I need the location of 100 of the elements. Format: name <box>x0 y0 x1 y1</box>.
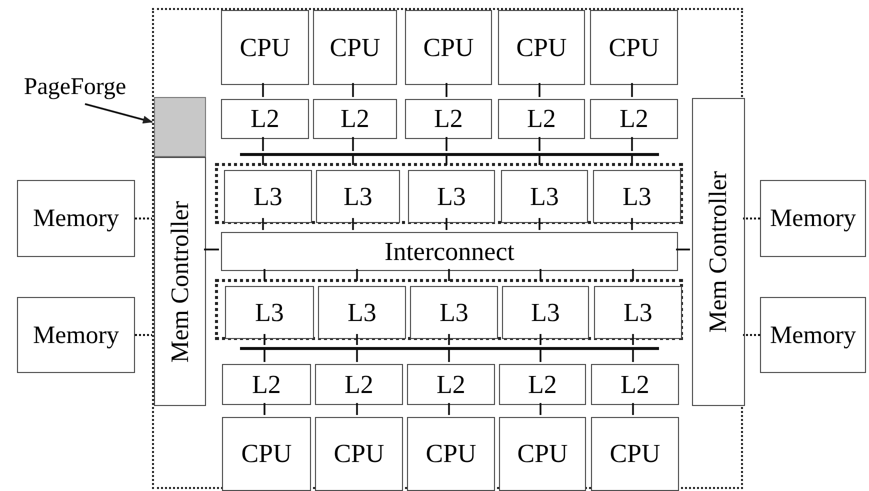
connector-line <box>540 334 542 345</box>
component-block <box>498 99 585 139</box>
component-block <box>590 99 678 139</box>
block-label: L3 <box>437 184 466 210</box>
block-label: L3 <box>440 300 468 326</box>
connector-line <box>538 154 540 165</box>
bus-bar <box>240 347 659 350</box>
component-block <box>408 170 495 223</box>
shaded-block <box>154 97 206 157</box>
connector-line <box>262 218 264 230</box>
connector-line <box>352 218 354 230</box>
component-block <box>405 10 492 85</box>
connector-line <box>632 348 634 362</box>
block-label: CPU <box>334 441 384 467</box>
component-block <box>318 286 406 339</box>
block-label: L2 <box>620 372 650 398</box>
block-label: PageForge <box>24 74 126 98</box>
connector-line <box>352 83 354 97</box>
component-block <box>502 286 589 339</box>
block-label: L2 <box>436 372 466 398</box>
connector-line <box>352 137 354 151</box>
block-label: CPU <box>426 441 476 467</box>
component-block <box>499 417 586 491</box>
connector-line <box>540 348 542 362</box>
block-label: L3 <box>254 184 282 210</box>
connector-line <box>264 403 266 415</box>
component-block <box>17 297 135 373</box>
component-block <box>410 286 498 339</box>
connector-line <box>538 137 540 151</box>
connector-line <box>540 403 542 415</box>
connector-line <box>446 218 448 230</box>
block-label: CPU <box>517 441 568 467</box>
block-label: L3 <box>344 184 372 210</box>
connector-line <box>538 83 540 97</box>
block-label: L3 <box>530 184 559 210</box>
block-label: Memory <box>32 206 120 231</box>
component-block <box>407 364 495 405</box>
connector-line <box>135 218 152 220</box>
connector-line <box>356 269 358 281</box>
connector-line <box>356 403 358 415</box>
block-label: L2 <box>340 106 370 132</box>
connector-line <box>446 154 448 165</box>
connector-line <box>264 348 266 362</box>
connector-line <box>676 248 690 250</box>
component-block <box>222 364 311 405</box>
component-block <box>594 286 682 339</box>
component-block <box>221 99 309 139</box>
component-block <box>221 232 678 271</box>
connector-line <box>356 348 358 362</box>
component-block <box>315 417 403 491</box>
connector-line <box>446 83 448 97</box>
component-block <box>313 10 397 85</box>
block-label: L2 <box>434 106 463 132</box>
connector-line <box>448 269 450 281</box>
component-block <box>760 297 866 373</box>
connector-line <box>631 83 633 97</box>
component-block <box>498 10 585 85</box>
component-block <box>315 364 403 405</box>
block-label: CPU <box>516 34 567 60</box>
block-label: L3 <box>531 300 560 326</box>
block-label: L3 <box>255 300 284 326</box>
component-block <box>224 170 312 223</box>
connector-line <box>743 334 760 336</box>
block-label: L3 <box>348 300 376 326</box>
connector-line <box>446 137 448 151</box>
component-block <box>407 417 495 491</box>
block-label: L2 <box>344 372 374 398</box>
block-label: Memory <box>770 206 856 231</box>
connector-line <box>632 334 634 345</box>
component-block <box>17 180 135 257</box>
connector-line <box>356 334 358 345</box>
component-block <box>590 10 678 85</box>
connector-line <box>352 154 354 165</box>
connector-line <box>135 334 152 336</box>
connector-line <box>631 137 633 151</box>
component-block <box>593 170 681 223</box>
component-block <box>222 417 311 491</box>
component-block <box>501 170 588 223</box>
block-label: CPU <box>610 441 660 467</box>
connector-line <box>743 218 760 220</box>
connector-line <box>632 269 634 281</box>
connector-line <box>632 403 634 415</box>
leader-arrow <box>84 103 153 124</box>
connector-line <box>631 154 633 165</box>
component-block <box>313 99 397 139</box>
block-label: Memory <box>770 322 856 348</box>
block-label: CPU <box>241 441 292 467</box>
connector-line <box>262 83 264 97</box>
component-block <box>221 10 309 85</box>
controller-block <box>154 157 206 406</box>
component-block <box>591 417 679 491</box>
component-block <box>225 286 314 339</box>
block-label: Interconnect <box>384 238 514 264</box>
block-label: L3 <box>624 300 652 326</box>
component-block <box>591 364 679 405</box>
block-label: L2 <box>527 106 556 132</box>
bus-bar <box>240 153 659 156</box>
connector-line <box>264 334 266 345</box>
connector-line <box>448 403 450 415</box>
block-label: L2 <box>620 106 648 132</box>
